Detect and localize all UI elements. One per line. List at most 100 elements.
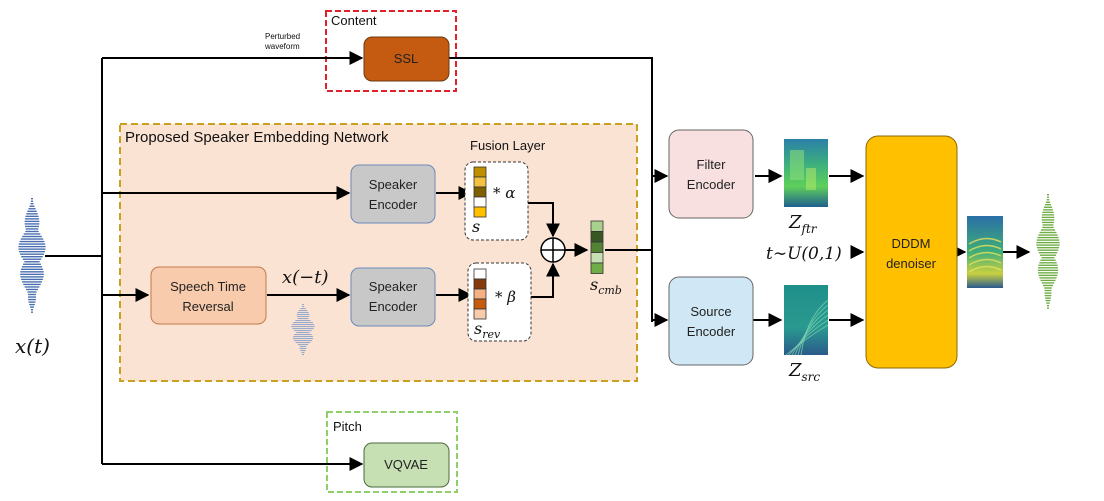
waveform-bar xyxy=(1043,206,1053,208)
content-region: Content xyxy=(325,10,457,92)
waveform-bar xyxy=(1046,199,1050,201)
perturbed-line2: waveform xyxy=(264,42,300,51)
waveform-bar xyxy=(30,306,34,308)
waveform-bar xyxy=(296,332,310,334)
waveform-bar xyxy=(26,213,38,215)
waveform-bar xyxy=(24,223,40,225)
waveform-bar xyxy=(301,352,305,354)
embedding-s-rev xyxy=(473,268,487,320)
waveform-bar xyxy=(21,266,43,268)
waveform-bar xyxy=(1038,272,1058,274)
spectrogram-band xyxy=(785,324,829,356)
spectrogram-band xyxy=(797,304,829,356)
waveform-bar xyxy=(1043,209,1053,211)
spectrogram-band xyxy=(968,244,1002,252)
waveform-bar xyxy=(1036,244,1060,246)
waveform-bar xyxy=(25,228,39,230)
waveform-bar xyxy=(291,324,315,326)
perturbed-line1: Perturbed xyxy=(265,32,300,41)
waveform-bar xyxy=(1046,302,1050,304)
alpha-expression: * α xyxy=(493,184,515,202)
waveform-bar xyxy=(1042,224,1054,226)
waveform-bar xyxy=(27,210,37,212)
s-cmb-sub: cmb xyxy=(598,284,622,297)
waveform-bar xyxy=(295,320,311,322)
waveform-bar xyxy=(28,293,36,296)
waveform-bar xyxy=(294,330,312,332)
waveform-bar xyxy=(298,310,308,312)
s-symbol: s xyxy=(472,217,480,236)
waveform-bar xyxy=(1036,239,1060,241)
waveform-bar xyxy=(19,240,45,243)
fusion-layer-label: Fusion Layer xyxy=(470,138,546,153)
spectrogram-band xyxy=(968,265,1002,273)
waveform-bar xyxy=(31,308,33,311)
speaker-encoder-top-line2: Encoder xyxy=(369,197,418,212)
waveform-bar xyxy=(1040,254,1056,256)
waveform-bar xyxy=(299,346,307,348)
waveform-bar xyxy=(28,298,36,301)
embedding-cell xyxy=(590,252,604,264)
spectrogram-band xyxy=(968,237,1002,245)
embedding-s xyxy=(473,166,487,218)
waveform-bar xyxy=(1044,289,1052,292)
fusion-sum-operator xyxy=(540,237,566,263)
waveform-bar xyxy=(291,326,315,328)
waveform-bar xyxy=(28,208,36,210)
waveform-bar xyxy=(27,296,37,298)
embedding-cell xyxy=(473,308,487,320)
pitch-region-label: Pitch xyxy=(333,419,362,434)
waveform-bar xyxy=(1039,231,1057,234)
waveform-bar xyxy=(1040,259,1056,261)
waveform-bar xyxy=(1041,216,1055,219)
output-waveform-icon xyxy=(1036,194,1060,309)
speaker-encoder-bottom: Speaker Encoder xyxy=(350,267,436,327)
waveform-bar xyxy=(297,318,309,320)
ssl-block: SSL xyxy=(363,36,450,82)
embedding-cell xyxy=(473,186,487,198)
fusion-s-rev-group: * β srev xyxy=(467,262,532,342)
speaker-encoder-bottom-line2: Encoder xyxy=(369,299,418,314)
waveform-bar xyxy=(297,312,309,314)
waveform-bar xyxy=(1047,304,1049,307)
vqvae-block: VQVAE xyxy=(363,442,450,488)
z-ftr-symbol: Zftr xyxy=(788,212,818,236)
waveform-bar xyxy=(1036,241,1060,244)
waveform-bar xyxy=(24,261,40,263)
waveform-bar xyxy=(18,245,46,248)
waveform-bar xyxy=(29,205,35,207)
waveform-bar xyxy=(31,200,33,202)
filter-encoder-block: Filter Encoder xyxy=(668,129,754,219)
embedding-cell xyxy=(473,176,487,188)
waveform-bar xyxy=(22,281,42,283)
waveform-bar xyxy=(31,311,33,313)
s-rev-symbol: srev xyxy=(474,319,501,341)
waveform-bar xyxy=(29,303,35,306)
z-ftr-base: Z xyxy=(788,212,802,233)
filter-spectrogram-icon xyxy=(784,139,828,207)
waveform-bar xyxy=(294,334,312,336)
waveform-bar xyxy=(1038,264,1058,266)
embedding-cell xyxy=(590,262,604,274)
waveform-bar xyxy=(1038,274,1058,277)
speaker-encoder-top-line1: Speaker xyxy=(369,177,418,192)
embedding-cell xyxy=(473,206,487,218)
embedding-cell xyxy=(590,220,604,232)
proposed-region-label: Proposed Speaker Embedding Network xyxy=(125,129,389,146)
dddm-denoiser-block: DDDM denoiser xyxy=(865,135,958,369)
waveform-bar xyxy=(1037,236,1059,239)
waveform-bar xyxy=(1038,234,1058,236)
waveform-bar xyxy=(19,253,45,255)
spectrogram-band xyxy=(968,258,1002,266)
s-cmb-base: s xyxy=(590,275,598,294)
waveform-bar xyxy=(1036,246,1060,249)
output-spectrogram-icon xyxy=(967,216,1003,288)
waveform-bar xyxy=(1040,279,1056,282)
waveform-bar xyxy=(1045,201,1051,203)
waveform-bar xyxy=(296,314,310,316)
dddm-line2: denoiser xyxy=(886,256,937,271)
waveform-bar xyxy=(1037,269,1059,272)
waveform-bar xyxy=(1044,287,1052,289)
waveform-bar xyxy=(1044,294,1052,297)
waveform-bar xyxy=(299,348,307,350)
